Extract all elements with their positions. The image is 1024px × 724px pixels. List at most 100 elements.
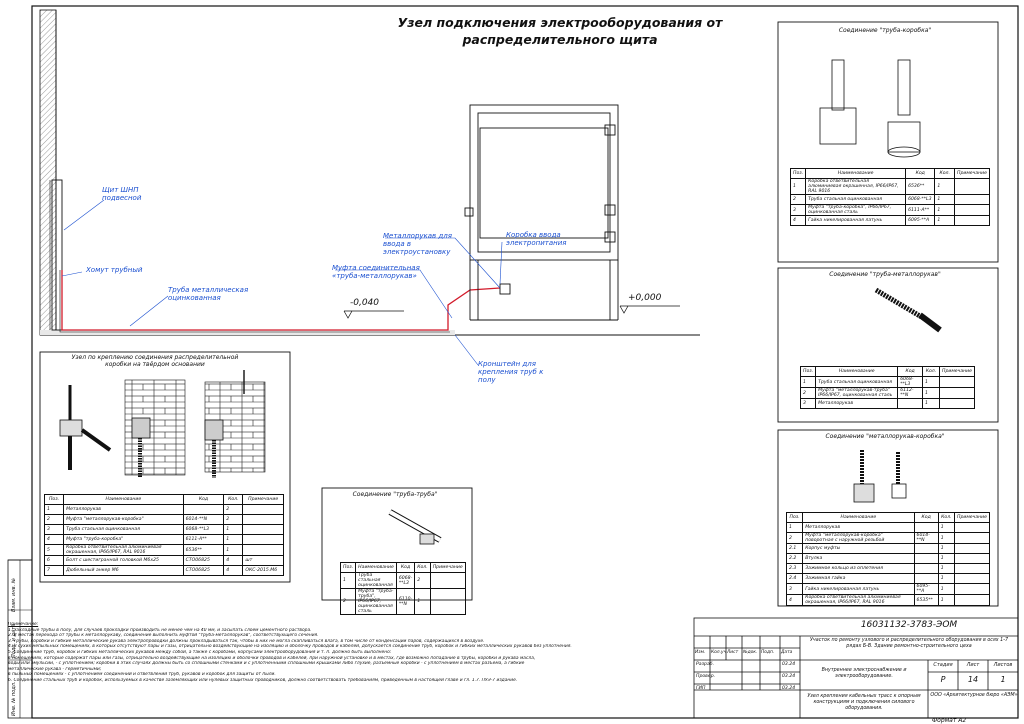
note-line: металлические рукава - герметичными; — [8, 666, 102, 672]
sheet-value: 14 — [967, 675, 979, 684]
table-cell — [953, 563, 991, 574]
drawing-subtitle: Узел крепления кабельных трасс к опорным… — [807, 694, 921, 711]
table-header-cell: Поз. — [43, 494, 65, 505]
table-header-cell: Поз. — [799, 366, 817, 377]
titleblock-col-header: Дата — [781, 650, 793, 655]
table-cell — [242, 524, 284, 535]
wall-section — [39, 9, 57, 336]
titleblock-date: 03.24 — [782, 674, 796, 679]
junction-box — [499, 283, 511, 295]
table-cell — [953, 594, 991, 606]
wall-node-view2 — [204, 370, 266, 478]
table-header-cell: Наименование — [802, 512, 915, 523]
table-cell: 2.3 — [785, 563, 804, 574]
table-header-cell: Наименование — [815, 366, 899, 377]
table-cell: 2 — [789, 194, 807, 205]
side-label-replace: Взам. инв. № — [11, 578, 17, 612]
table-cell: Труба стальная оцинкованная — [63, 524, 184, 535]
leader-lines — [61, 199, 503, 366]
table-cell: 1 — [937, 583, 955, 595]
table-header-cell: Поз. — [339, 562, 357, 573]
sheets-header: Листов — [993, 662, 1013, 668]
table-cell: 1 — [789, 178, 807, 195]
table-cell: СТО06825 — [182, 555, 225, 566]
panel-shnp — [51, 179, 63, 331]
table-cell — [242, 504, 284, 515]
table-cell: 3 — [799, 398, 817, 409]
table-cell: 2 — [799, 387, 817, 399]
note-line: 6. Соединение стальных труб и коробок, и… — [8, 677, 518, 683]
table-cell — [953, 215, 991, 226]
table-cell: 1 — [937, 553, 955, 564]
pipe-box-drawing — [819, 59, 921, 158]
table-cell: 2.4 — [785, 573, 804, 584]
table-cell: 4 — [789, 215, 807, 226]
table-cell: 6535** — [913, 594, 939, 606]
table-cell: 2 — [223, 504, 244, 515]
sleeve-box-drawing — [853, 450, 907, 503]
table-cell: Болт с шестигранной головкой М6х25 — [63, 555, 184, 566]
floor-slab — [40, 330, 700, 336]
table-cell: 5 — [43, 544, 65, 556]
table-cell: 6095-**A — [913, 583, 939, 595]
table-header-cell: Кол. — [414, 562, 431, 573]
table-cell: 1 — [937, 563, 955, 574]
project-name: Участок по ремонту узлового и распредели… — [810, 638, 1008, 649]
table-cell — [953, 532, 991, 544]
titleblock-col-header: Подп. — [761, 650, 775, 655]
level-left: -0,040 — [350, 298, 380, 308]
table-cell — [953, 583, 991, 595]
table-cell: 1 — [937, 522, 955, 533]
table-cell — [953, 573, 991, 584]
table-cell: Труба стальная оцинкованная — [355, 572, 397, 589]
sleeve-box-title: Соединение "металлорукав-коробка" — [825, 433, 945, 440]
table-cell: 1 — [223, 544, 244, 556]
notes-heading: Примечание: — [8, 622, 39, 627]
table-cell: Корпус муфты — [802, 543, 915, 554]
table-cell: шт — [242, 555, 284, 566]
table-header-cell: Примечание — [953, 512, 991, 523]
titleblock-col-header: Кол.уч — [711, 650, 727, 655]
table-header-cell: Код — [395, 562, 416, 573]
table-cell: Муфта "металлорукав-труба" IP66/IP67, оц… — [815, 387, 899, 399]
wall-node-iso — [59, 385, 112, 470]
table-cell: 1 — [937, 543, 955, 554]
table-header-cell: Код — [897, 366, 923, 377]
label-panel: Щит ШНП подвесной — [102, 186, 142, 202]
table-header-cell: Кол. — [223, 494, 244, 505]
table-header-cell: Кол. — [937, 512, 955, 523]
table-cell: 6068-**L3 — [182, 524, 225, 535]
table-cell: 1 — [799, 376, 817, 388]
table-cell — [953, 553, 991, 564]
table-cell — [938, 387, 976, 399]
table-cell: 1 — [921, 376, 940, 388]
table-cell: 1 — [223, 534, 244, 545]
table-cell: Коробка ответвительная алюминиевая окраш… — [63, 544, 184, 556]
sheet-header: Лист — [966, 662, 980, 668]
titleblock-col-header: №док. — [743, 650, 758, 655]
table-header-cell: Примечание — [938, 366, 976, 377]
table-cell: 6111-A** — [182, 534, 225, 545]
note-line: в пыльных помещениях - с уплотнением сое… — [8, 672, 276, 678]
table-cell: 1 — [921, 398, 940, 409]
table-cell: 4 — [223, 565, 244, 576]
sleeve-box-box — [777, 429, 999, 607]
table-cell — [953, 522, 991, 533]
table-header-cell: Поз. — [785, 512, 804, 523]
table-cell: Гайка никелированная латунь — [802, 583, 915, 595]
sheets-value: 1 — [1000, 675, 1006, 684]
table-cell: 1 — [937, 594, 955, 606]
label-junction: Коробка ввода электропитания — [506, 231, 567, 247]
